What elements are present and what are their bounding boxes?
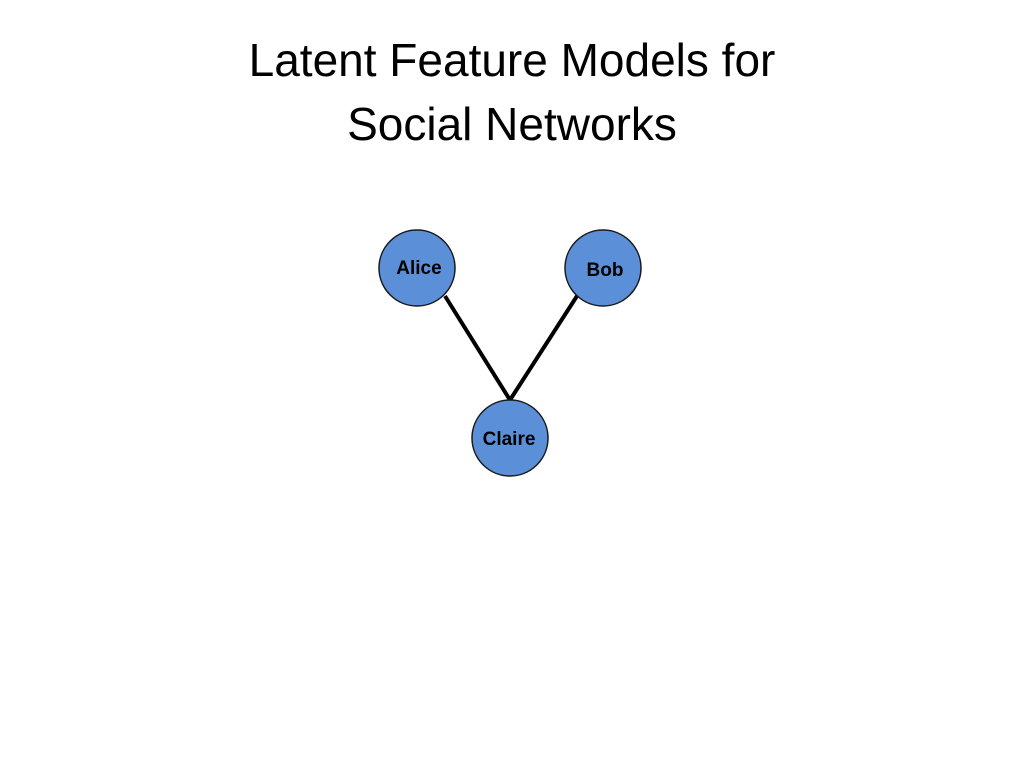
- edge-bob-claire: [508, 294, 579, 402]
- node-alice-circle: [378, 229, 456, 307]
- node-bob: Bob: [564, 229, 642, 307]
- node-claire-label: Claire: [483, 429, 536, 450]
- title-line-2: Social Networks: [347, 98, 677, 150]
- slide-title: Latent Feature Models for Social Network…: [112, 28, 912, 156]
- node-claire: Claire: [471, 399, 549, 477]
- title-line-1: Latent Feature Models for: [248, 34, 776, 86]
- edge-alice-claire: [443, 294, 512, 402]
- node-bob-circle: [564, 229, 642, 307]
- node-bob-label: Bob: [587, 260, 624, 281]
- node-alice: Alice: [378, 229, 456, 307]
- node-alice-label: Alice: [396, 258, 441, 279]
- node-claire-circle: [471, 399, 549, 477]
